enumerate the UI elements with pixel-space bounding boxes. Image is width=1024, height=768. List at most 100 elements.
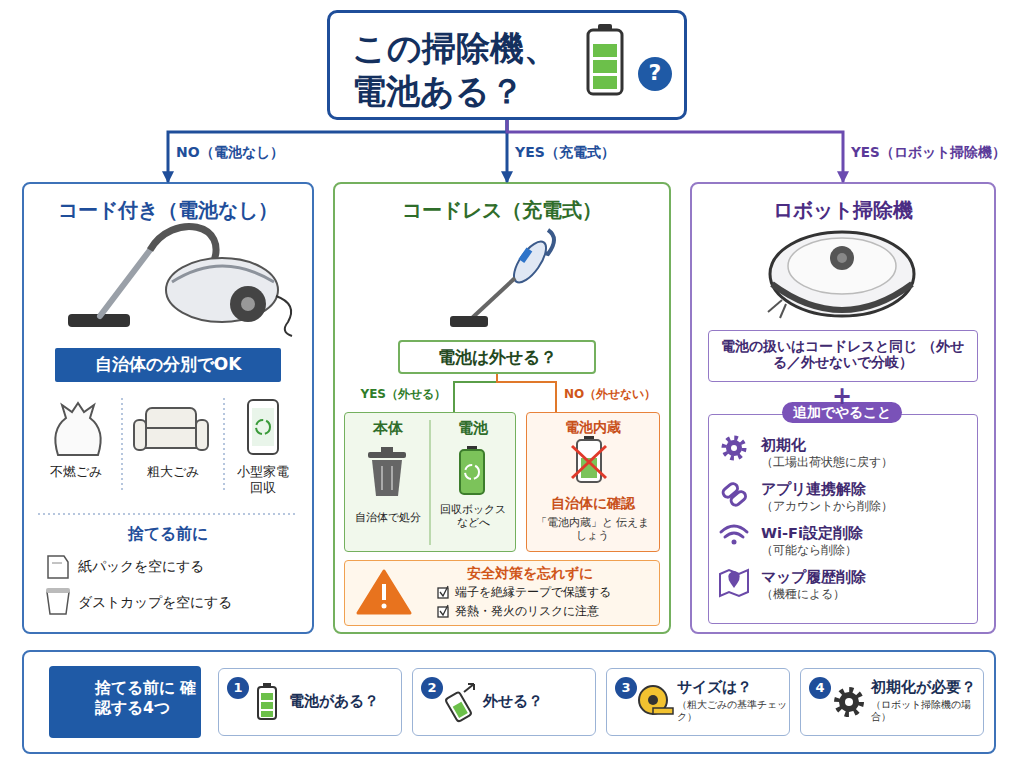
dust-cup-icon xyxy=(46,588,70,614)
text-slot: サイズは？ xyxy=(677,679,787,696)
node-text: 自治体で処分 xyxy=(347,511,429,524)
text-slot: 電池の扱いはコードレスと同じ （外せる／外せないで分岐） xyxy=(715,338,970,370)
plus-sign: + xyxy=(828,382,856,411)
gear-icon xyxy=(724,438,744,458)
tape-measure-icon xyxy=(653,708,673,714)
paper-bag-icon xyxy=(48,556,68,578)
text-slot: 端子を絶縁テープで保護する xyxy=(455,586,655,600)
node-text: 電池 xyxy=(431,419,515,437)
canister-vacuum xyxy=(172,266,274,282)
node-heading: この掃除機、 電池ある？ xyxy=(352,27,584,112)
text-slot: 本体 xyxy=(345,419,431,437)
node-heading: 電池の扱いはコードレスと同じ （外せる／外せないで分岐） xyxy=(715,338,970,370)
robot-vacuum xyxy=(788,238,896,294)
node-text: 「電池内蔵」と 伝えましょう xyxy=(531,516,654,541)
edge-label: YES（外せる） xyxy=(358,387,448,401)
checkbox-icon xyxy=(440,586,448,596)
builtin-battery-icon xyxy=(572,436,606,482)
text-slot: Wi-Fi設定削除 xyxy=(761,525,971,542)
text-slot: （アカウントから削除） xyxy=(761,500,971,514)
node-text: 自治体に確認 xyxy=(527,495,658,512)
paper-bag-icon xyxy=(48,556,68,578)
text-slot: 自治体の分別でOK xyxy=(55,354,281,374)
sofa-icon xyxy=(196,420,208,450)
text-slot: 4 xyxy=(809,677,831,699)
battery-icon xyxy=(258,683,276,719)
section-heading: 捨てる前に xyxy=(22,524,314,543)
sofa-icon xyxy=(134,420,146,450)
text-slot: 2 xyxy=(421,677,443,699)
phone-icon xyxy=(248,400,278,454)
edge-label: YES（ロボット掃除機） xyxy=(849,144,1008,160)
canister-vacuum xyxy=(68,226,292,336)
dotted-divider xyxy=(223,398,225,492)
wifi-icon xyxy=(721,526,747,545)
text-slot: （可能なら削除） xyxy=(761,544,971,558)
node-text: サイズは？ xyxy=(677,679,787,696)
check-card: 3サイズは？（粗大ごみの基準チェック） xyxy=(606,668,790,736)
question-mark: ? xyxy=(639,60,671,86)
map-icon xyxy=(720,570,748,596)
gear-icon xyxy=(837,690,861,714)
text-slot: 自治体で処分 xyxy=(347,511,429,524)
remove-battery-icon xyxy=(445,692,472,723)
trash-icon xyxy=(391,466,393,490)
node-text: （ロボット掃除機の場合） xyxy=(871,699,981,723)
text-slot: 電池内蔵 xyxy=(527,419,658,436)
wifi-icon xyxy=(732,540,737,545)
node-heading: 本体 xyxy=(345,419,431,437)
question-box: この掃除機、 電池ある？ xyxy=(327,10,687,120)
trash-icon xyxy=(368,452,406,458)
text-slot: 安全対策を忘れずに xyxy=(405,565,655,582)
remove-battery-icon xyxy=(464,684,474,692)
flow-connector xyxy=(168,120,507,182)
node-heading: 4 xyxy=(809,677,831,699)
text-slot: この掃除機、 電池ある？ xyxy=(352,27,584,112)
node-heading: 1 xyxy=(227,677,249,699)
node-heading: コードレス（充電式） xyxy=(335,198,669,222)
canister-vacuum xyxy=(166,258,278,322)
tape-measure-icon xyxy=(639,686,673,714)
node-text: 端子を絶縁テープで保護する xyxy=(455,586,655,600)
text-slot: 3 xyxy=(615,677,637,699)
text-slot: 自治体に確認 xyxy=(527,495,658,512)
edge-label: NO（電池なし） xyxy=(174,144,286,161)
map-icon xyxy=(720,570,748,596)
phone-icon xyxy=(256,420,270,434)
clipboard-icon xyxy=(61,691,79,706)
wifi-icon xyxy=(721,526,747,532)
gear-icon xyxy=(731,445,737,451)
label-slot: + xyxy=(828,382,856,411)
text-slot: コードレス（充電式） xyxy=(335,198,669,222)
node-text: 初期化が必要？ xyxy=(871,679,981,696)
stick-vacuum xyxy=(450,316,488,327)
text-slot: 初期化 xyxy=(761,437,971,454)
node-heading: 電池は外せる？ xyxy=(400,347,594,367)
trash-icon xyxy=(381,466,383,490)
label-slot: 捨てる前に xyxy=(22,524,314,543)
warning-icon xyxy=(382,604,387,609)
gear-icon xyxy=(724,438,744,458)
text-slot: 電池がある？ xyxy=(289,693,399,710)
text-slot: 初期化が必要？ xyxy=(871,679,981,696)
remove-battery-icon xyxy=(445,692,472,723)
battery-icon xyxy=(593,76,617,89)
checkbox-icon xyxy=(438,586,448,617)
clipboard-icon xyxy=(57,678,83,716)
gear-icon xyxy=(839,692,859,712)
text-slot: （工場出荷状態に戻す） xyxy=(761,456,971,470)
canister-vacuum xyxy=(100,250,150,316)
node-text: アプリ連携解除 xyxy=(761,481,971,498)
battery-icon xyxy=(261,711,273,717)
text-slot: 1 xyxy=(227,677,249,699)
check-card: 2外せる？ xyxy=(412,668,596,736)
wifi-icon xyxy=(725,533,743,537)
battery-icon xyxy=(588,24,622,94)
edge-label-slot: NO（電池なし） xyxy=(174,144,286,161)
battery-recycle-icon xyxy=(460,450,484,494)
node-heading: 自治体の分別でOK xyxy=(55,354,281,374)
remove-battery-icon xyxy=(453,702,468,718)
